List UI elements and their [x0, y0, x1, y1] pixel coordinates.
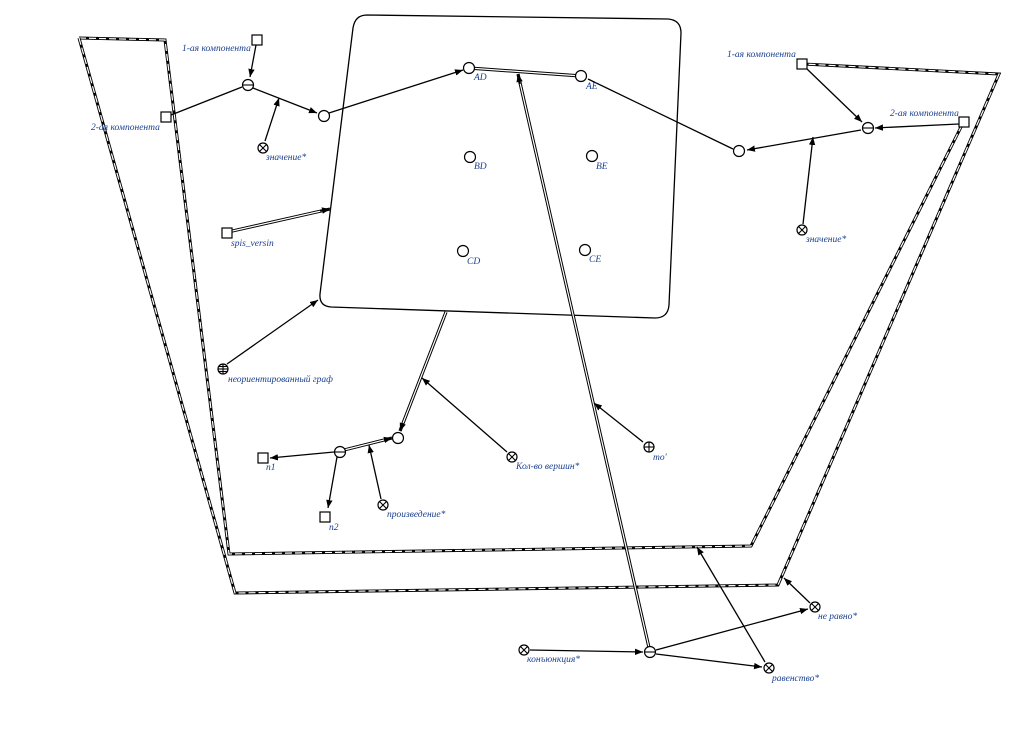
node-circle-BD: [463, 150, 477, 164]
node-square-comp1-left: [251, 34, 263, 46]
node-circle-product: [391, 431, 405, 445]
double-arc-group: [227, 66, 652, 653]
node-relation-ne-ravno: [809, 601, 821, 613]
label-CD: CD: [467, 257, 480, 267]
label-konj: конъюнкция*: [527, 655, 580, 665]
node-tuple-left: [241, 78, 255, 92]
label-comp1-left: 1-ая компонента: [182, 44, 251, 54]
label-ravenstvo: равенство*: [771, 674, 819, 684]
node-square-n2: [319, 511, 331, 523]
node-relation-znach-left: [257, 142, 269, 154]
node-circle-right-pair: [732, 144, 746, 158]
node-circle-AE: [574, 69, 588, 83]
node-class-to: [643, 441, 655, 453]
label-n2: n2: [329, 523, 339, 533]
node-circle-CD: [456, 244, 470, 258]
node-circle-left-pair: [317, 109, 331, 123]
arc-group: [170, 44, 960, 670]
label-comp1-right: 1-ая компонента: [727, 50, 796, 60]
node-relation-znach-right: [796, 224, 808, 236]
label-znach-right: значение*: [805, 235, 846, 245]
node-tuple-conjunction: [643, 645, 657, 659]
node-relation-konj: [518, 644, 530, 656]
label-BD: BD: [474, 162, 487, 172]
label-comp2-left: 2-ая компонента: [91, 123, 160, 133]
label-spis-versin: spis_versin: [231, 239, 274, 249]
label-kolvo: Кол-во вершин*: [515, 462, 580, 472]
outer-contour-inner: [78, 36, 965, 556]
node-class-neorient: [217, 363, 229, 375]
label-comp2-right: 2-ая компонента: [890, 109, 959, 119]
label-znach-left: значение*: [265, 153, 306, 163]
double-arc-arrowheads: [319, 73, 523, 444]
node-square-comp2-left: [160, 111, 172, 123]
node-relation-kolvo: [506, 451, 518, 463]
label-proizv: произведение*: [387, 509, 446, 520]
node-circle-CE: [578, 243, 592, 257]
node-tuple-right: [861, 121, 875, 135]
label-neorient: неориентированный граф: [228, 374, 333, 385]
node-circle-BE: [585, 149, 599, 163]
node-tuple-product: [333, 445, 347, 459]
label-to: то': [653, 453, 668, 463]
node-relation-proizv: [377, 499, 389, 511]
node-circle-AD: [462, 61, 476, 75]
label-n1: n1: [266, 463, 276, 473]
label-AD: AD: [473, 73, 487, 83]
graph-structure-box: [319, 14, 682, 319]
outer-contour-outer: [77, 37, 1002, 595]
label-BE: BE: [596, 162, 608, 172]
label-CE: CE: [589, 255, 601, 265]
label-ne-ravno: не равно*: [818, 612, 857, 622]
node-relation-ravenstvo: [763, 662, 775, 674]
node-square-comp1-right: [796, 58, 808, 70]
node-square-spis-versin: [221, 227, 233, 239]
node-square-comp2-right: [958, 116, 970, 128]
node-square-n1: [257, 452, 269, 464]
label-AE: AE: [585, 82, 598, 92]
